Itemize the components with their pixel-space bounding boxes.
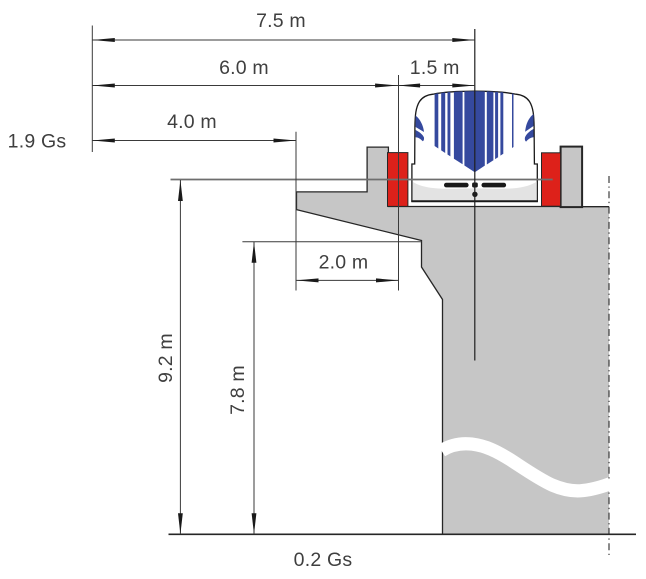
svg-text:0.2 Gs: 0.2 Gs <box>294 549 353 571</box>
svg-text:7.5 m: 7.5 m <box>256 10 306 32</box>
svg-text:9.2 m: 9.2 m <box>155 333 177 383</box>
svg-text:1.9 Gs: 1.9 Gs <box>8 131 67 153</box>
svg-text:2.0 m: 2.0 m <box>319 252 369 274</box>
svg-text:4.0 m: 4.0 m <box>167 111 217 133</box>
svg-text:1.5 m: 1.5 m <box>410 57 460 79</box>
svg-text:6.0 m: 6.0 m <box>219 57 269 79</box>
svg-text:7.8 m: 7.8 m <box>227 365 249 415</box>
